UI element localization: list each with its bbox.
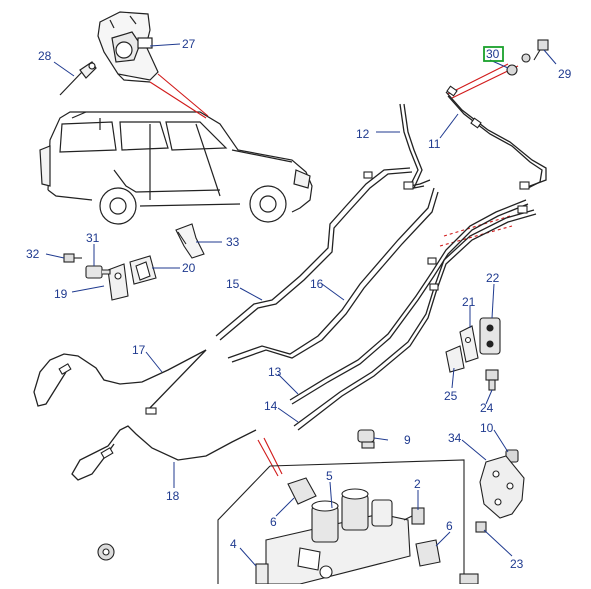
callout-24: 24 — [480, 401, 494, 415]
part-21-bracket[interactable] — [459, 325, 479, 363]
part-30-washer[interactable] — [506, 53, 531, 76]
brake-pipes — [33, 91, 547, 481]
callout-29: 29 — [558, 67, 572, 81]
part-5-modulator[interactable] — [265, 488, 411, 585]
part-6-sensor-b[interactable] — [415, 539, 441, 567]
part-32-bolt[interactable] — [63, 253, 82, 263]
callout-6-left: 6 — [270, 515, 277, 529]
callout-9: 9 — [404, 433, 411, 447]
callout-18: 18 — [166, 489, 180, 503]
pipe-fittings — [58, 85, 530, 459]
callout-21: 21 — [462, 295, 476, 309]
callout-12: 12 — [356, 127, 370, 141]
callout-10: 10 — [480, 421, 494, 435]
callout-13: 13 — [268, 365, 282, 379]
callout-2: 2 — [414, 477, 421, 491]
part-33-bracket[interactable] — [175, 223, 205, 259]
callout-labels: 27 28 30 29 11 12 31 32 33 19 20 15 16 1… — [26, 37, 572, 571]
modulator-detail-box — [217, 459, 465, 584]
part-29-bolt[interactable] — [533, 39, 549, 61]
callout-14: 14 — [264, 399, 278, 413]
callout-31: 31 — [86, 231, 100, 245]
callout-27: 27 — [182, 37, 196, 51]
callout-34: 34 — [448, 431, 462, 445]
part-20-mount[interactable] — [129, 255, 157, 285]
part-31-sensor[interactable] — [85, 265, 111, 279]
callout-30-highlight — [483, 46, 504, 62]
callout-4: 4 — [230, 537, 237, 551]
part-22-mount[interactable] — [479, 317, 501, 355]
callout-22: 22 — [486, 271, 500, 285]
callout-20: 20 — [182, 261, 196, 275]
callout-33: 33 — [226, 235, 240, 249]
part-27-bracket[interactable] — [97, 11, 159, 83]
part-6-sensor-a[interactable] — [287, 477, 317, 505]
stud-bolt — [459, 573, 479, 585]
callout-23: 23 — [510, 557, 524, 571]
callout-15: 15 — [226, 277, 240, 291]
callout-19: 19 — [54, 287, 68, 301]
nut-part[interactable] — [97, 543, 115, 561]
callout-25: 25 — [444, 389, 458, 403]
part-28-fastener[interactable] — [59, 61, 97, 96]
vehicle-outline — [39, 111, 313, 225]
part-4-bracket[interactable] — [255, 563, 269, 585]
part-25-bracket[interactable] — [445, 345, 465, 373]
callout-11: 11 — [428, 137, 441, 151]
callout-16: 16 — [310, 277, 324, 291]
callout-32: 32 — [26, 247, 40, 261]
guide-lines — [149, 63, 519, 477]
part-19-clip[interactable] — [107, 263, 129, 301]
part-9-union[interactable] — [357, 429, 375, 449]
part-23-nut[interactable] — [475, 521, 487, 533]
callout-5: 5 — [326, 469, 333, 483]
callout-17: 17 — [132, 343, 146, 357]
callout-28: 28 — [38, 49, 52, 63]
callout-30[interactable]: 30 — [486, 47, 500, 61]
part-34-bracket[interactable] — [479, 455, 525, 519]
callout-6-right: 6 — [446, 519, 453, 533]
part-24-bolt[interactable] — [485, 369, 499, 391]
leader-lines — [45, 43, 557, 567]
